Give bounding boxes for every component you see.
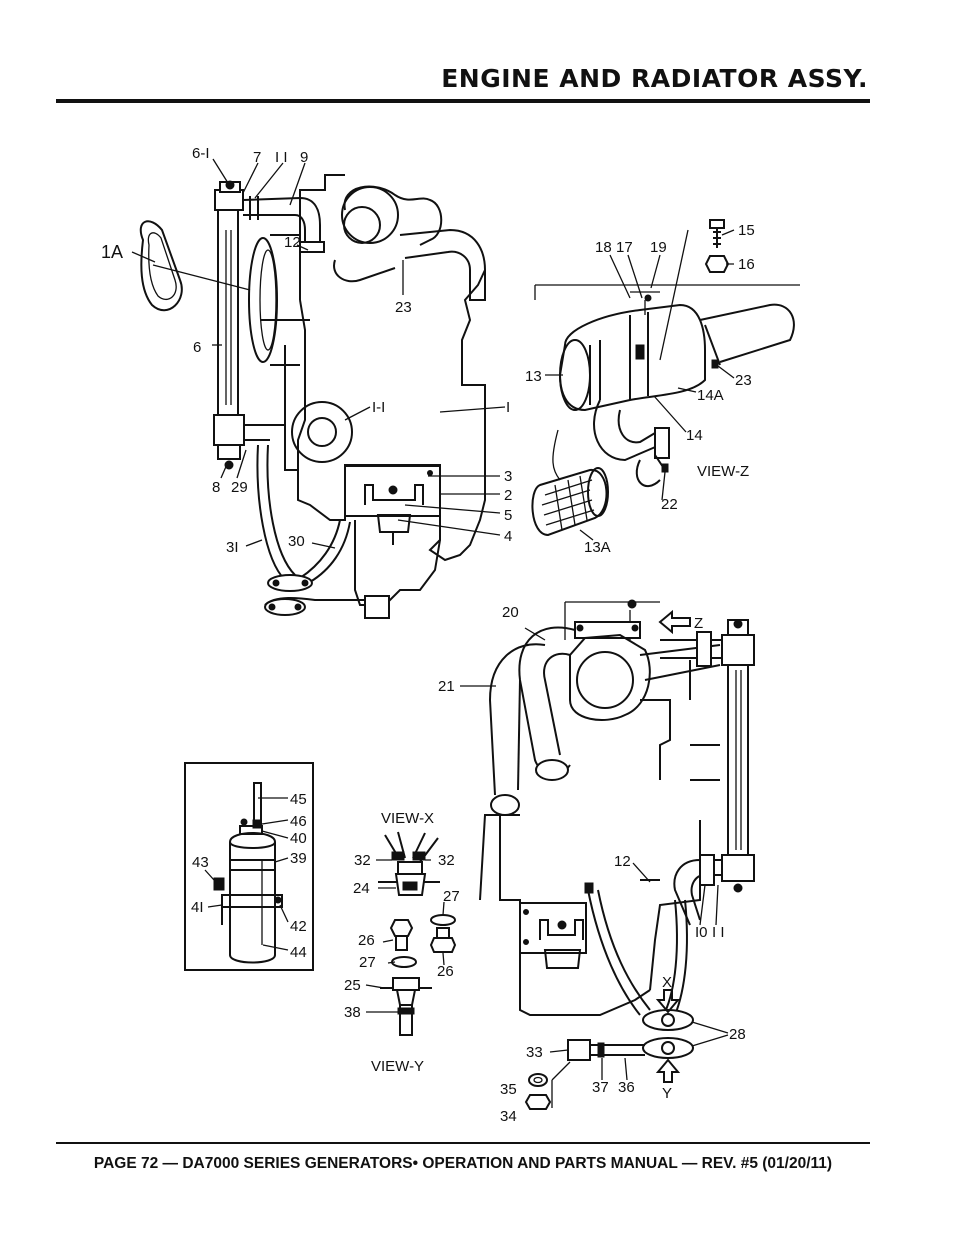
callout-43: 43 [192, 854, 209, 871]
callout-7: 7 [253, 149, 261, 166]
callout-2: 2 [504, 487, 512, 504]
callout-19: 19 [650, 239, 667, 256]
callout-10: I0 [695, 924, 708, 941]
header-rule [56, 99, 870, 103]
page-footer: PAGE 72 — DA7000 SERIES GENERATORS• OPER… [93, 1155, 833, 1172]
callout-8: 8 [212, 479, 220, 496]
callout-3: 3 [504, 468, 512, 485]
callout-12-lower: 12 [614, 853, 631, 870]
callout-41: 4I [191, 899, 204, 916]
callout-13A: 13A [584, 539, 611, 556]
arrow-x-label: X [662, 974, 672, 991]
callout-37: 37 [592, 1079, 609, 1096]
callout-23: 23 [395, 299, 412, 316]
callout-9: 9 [300, 149, 308, 166]
callout-14: 14 [686, 427, 703, 444]
view-x-y-details [378, 831, 457, 1036]
callout-44: 44 [290, 944, 307, 961]
arrow-z-label: Z [694, 615, 703, 632]
page-title: ENGINE AND RADIATOR ASSY. [441, 64, 868, 93]
callout-1-1: I-I [372, 399, 385, 416]
callout-6: 6 [193, 339, 201, 356]
callout-22: 22 [661, 496, 678, 513]
callout-4: 4 [504, 528, 512, 545]
callout-46: 46 [290, 813, 307, 830]
callout-15: 15 [738, 222, 755, 239]
callout-38: 38 [344, 1004, 361, 1021]
callout-17: 17 [616, 239, 633, 256]
callout-labels: 6-I 7 I I 9 1A 12 23 6 I-I I 8 29 3 2 5 … [101, 145, 755, 1125]
callout-25: 25 [344, 977, 361, 994]
callout-20: 20 [502, 604, 519, 621]
callout-18: 18 [595, 239, 612, 256]
callout-26-right: 26 [437, 963, 454, 980]
callout-16: 16 [738, 256, 755, 273]
engine-upper-view [213, 174, 486, 619]
callout-40: 40 [290, 830, 307, 847]
reserve-tank-box [184, 762, 314, 971]
view-z-label: VIEW-Z [697, 463, 749, 480]
callout-30: 30 [288, 533, 305, 550]
callout-32-left: 32 [354, 852, 371, 869]
air-cleaner-view-z [531, 219, 800, 537]
callout-5: 5 [504, 507, 512, 524]
callout-26-left: 26 [358, 932, 375, 949]
callout-14A: 14A [697, 387, 724, 404]
callout-23-z: 23 [735, 372, 752, 389]
callout-1A: 1A [101, 242, 123, 262]
callout-11: I I [275, 149, 288, 166]
arrow-y-label: Y [662, 1085, 672, 1102]
callout-27-lower: 27 [359, 954, 376, 971]
fan-belt [139, 220, 183, 312]
callout-36: 36 [618, 1079, 635, 1096]
callout-35: 35 [500, 1081, 517, 1098]
callout-13: 13 [525, 368, 542, 385]
callout-34: 34 [500, 1108, 517, 1125]
callout-6-1: 6-I [192, 145, 210, 162]
callout-29: 29 [231, 479, 248, 496]
callout-42: 42 [290, 918, 307, 935]
callout-32-right: 32 [438, 852, 455, 869]
engine-lower-view [479, 599, 755, 1110]
leader-lines [131, 158, 735, 1081]
callout-31: 3I [226, 539, 239, 556]
callout-21: 21 [438, 678, 455, 695]
footer-rule [56, 1142, 870, 1144]
callout-39: 39 [290, 850, 307, 867]
callout-11-lower: I I [712, 924, 725, 941]
callout-33: 33 [526, 1044, 543, 1061]
callout-45: 45 [290, 791, 307, 808]
callout-12: 12 [284, 234, 301, 251]
view-x-label: VIEW-X [381, 810, 434, 827]
callout-24: 24 [353, 880, 370, 897]
callout-27-upper: 27 [443, 888, 460, 905]
view-y-label: VIEW-Y [371, 1058, 424, 1075]
callout-28: 28 [729, 1026, 746, 1043]
callout-1: I [506, 399, 510, 416]
